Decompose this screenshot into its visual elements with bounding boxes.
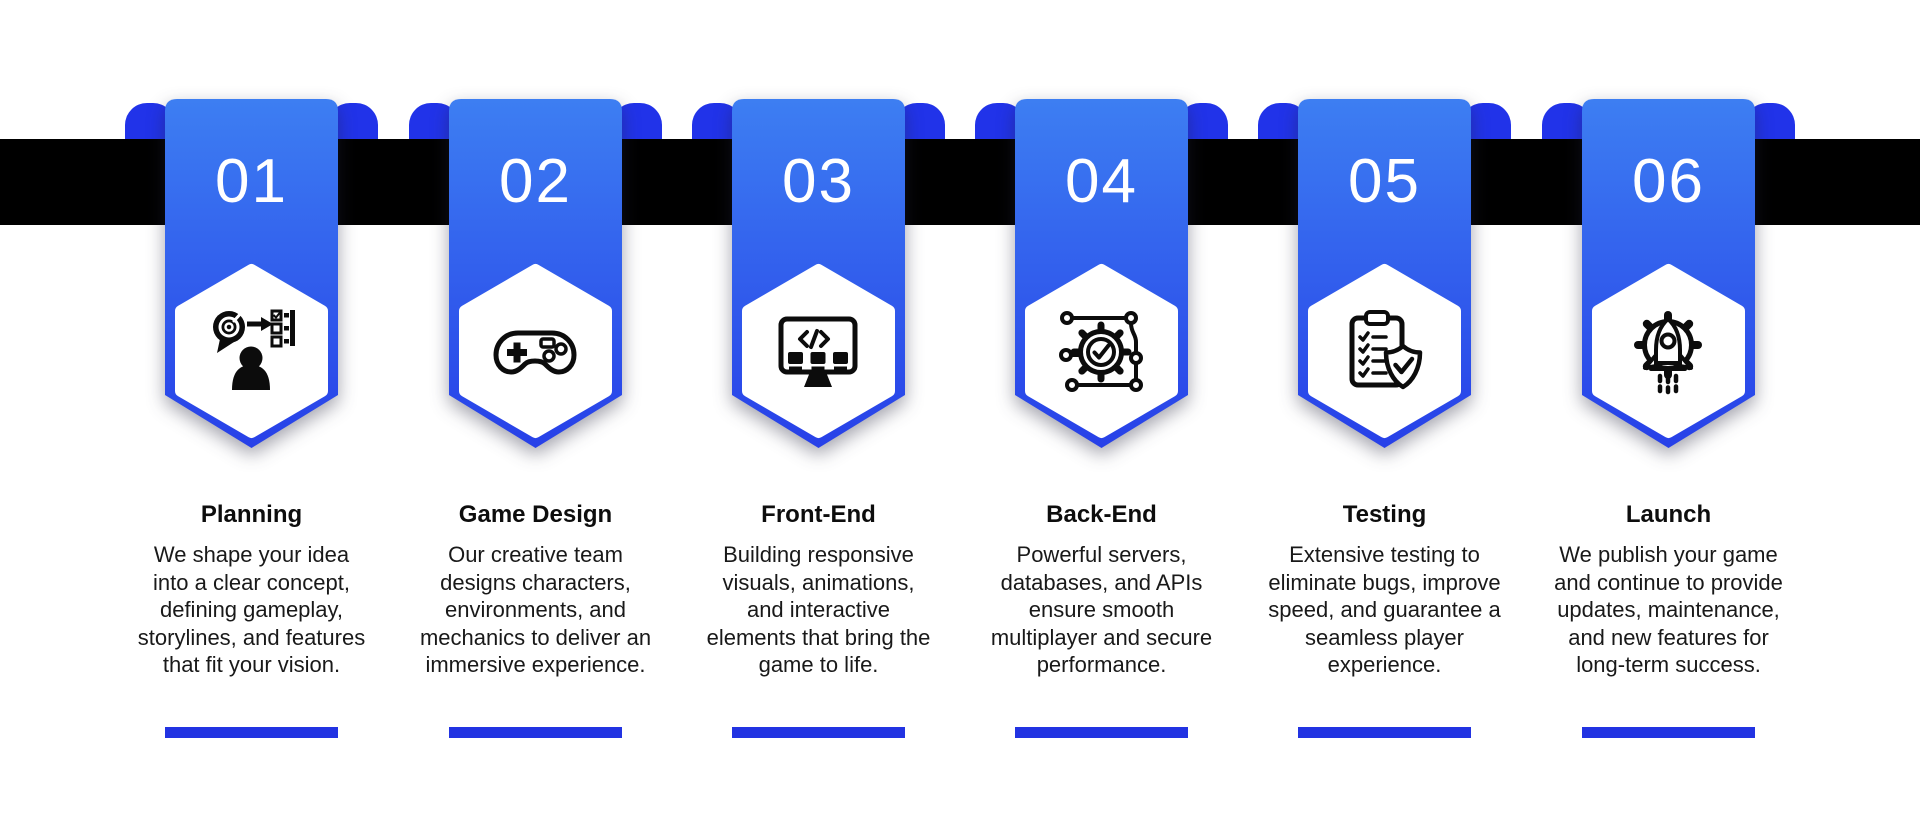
accent-underline	[1298, 727, 1471, 738]
accent-underline	[449, 727, 622, 738]
ribbon-shape	[165, 99, 338, 448]
step-number: 04	[1065, 147, 1138, 216]
launch-rocket-gear-icon	[1623, 306, 1713, 396]
step-number: 06	[1632, 147, 1705, 216]
step-number: 05	[1348, 147, 1421, 216]
ribbon-shape	[732, 99, 905, 448]
ribbon-banner: 02	[449, 99, 622, 448]
step-description: We shape your idea into a clear concept,…	[137, 542, 366, 677]
process-step-back-end: 04	[960, 0, 1243, 820]
step-number: 02	[499, 147, 572, 216]
step-number: 03	[782, 147, 855, 216]
accent-underline	[1582, 727, 1755, 738]
game-controller-icon	[490, 306, 580, 396]
process-step-front-end: 03 Front-End Building responsive v	[677, 0, 960, 820]
step-description: We publish your game and continue to pro…	[1554, 542, 1783, 677]
step-title: Planning	[200, 501, 303, 528]
step-title: Game Design	[458, 501, 613, 528]
step-description: Extensive testing to eliminate bugs, imp…	[1268, 542, 1501, 677]
accent-underline	[165, 727, 338, 738]
ribbon-banner: 05	[1298, 99, 1471, 448]
ribbon-shape	[449, 99, 622, 448]
frontend-monitor-code-icon	[773, 306, 863, 396]
process-step-planning: 01	[110, 0, 393, 820]
ribbon-shape	[1298, 99, 1471, 448]
backend-gear-flowchart-icon	[1056, 306, 1146, 396]
ribbon-banner: 04	[1015, 99, 1188, 448]
step-description: Building responsive visuals, animations,…	[706, 542, 931, 677]
step-title: Launch	[1625, 501, 1712, 528]
step-title: Back-End	[1046, 501, 1157, 528]
accent-underline	[732, 727, 905, 738]
process-step-testing: 05 Testing Extensive testing to elimi	[1243, 0, 1526, 820]
planning-icon	[206, 306, 296, 396]
process-step-launch: 06	[1527, 0, 1810, 820]
testing-clipboard-shield-icon	[1339, 306, 1429, 396]
process-step-game-design: 02 Game Design Our creative team designs…	[394, 0, 677, 820]
step-description: Our creative team designs characters, en…	[419, 542, 652, 677]
ribbon-banner: 06	[1582, 99, 1755, 448]
accent-underline	[1015, 727, 1188, 738]
ribbon-banner: 01	[165, 99, 338, 448]
step-title: Testing	[1342, 501, 1427, 528]
step-description: Powerful servers, databases, and APIs en…	[990, 542, 1213, 677]
ribbon-banner: 03	[732, 99, 905, 448]
step-number: 01	[215, 147, 288, 216]
step-title: Front-End	[761, 501, 876, 528]
